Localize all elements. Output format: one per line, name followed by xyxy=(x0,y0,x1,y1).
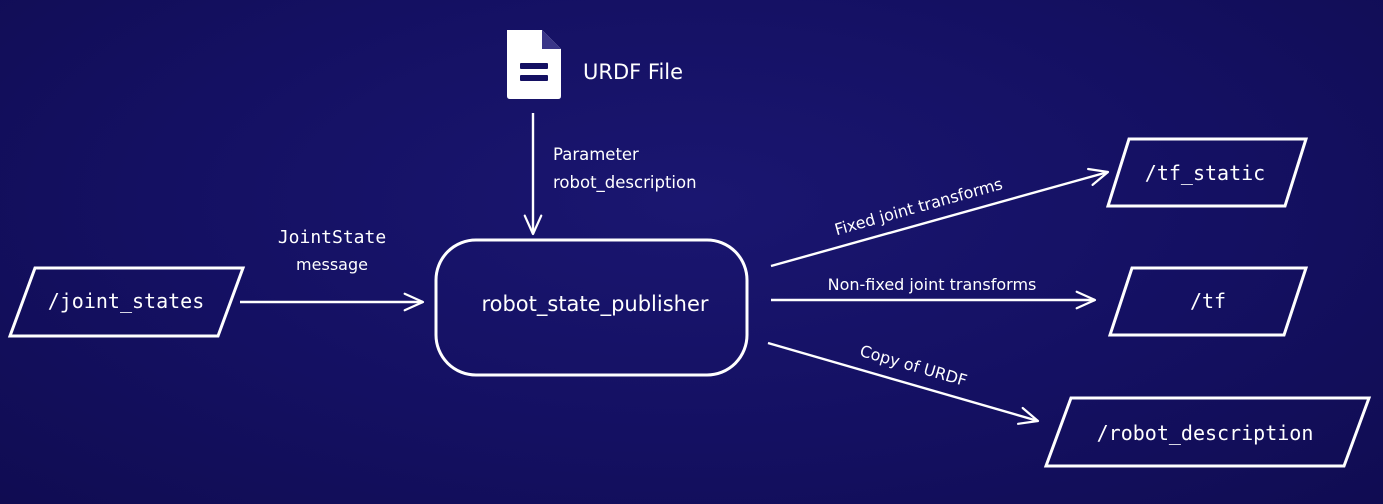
urdf-file-label: URDF File xyxy=(583,60,683,84)
robot-state-publisher-node xyxy=(434,238,749,377)
robot-description-topic xyxy=(1043,396,1372,468)
tf-topic xyxy=(1107,266,1309,337)
tf-static-topic xyxy=(1105,137,1309,208)
parameter-label-line1: Parameter xyxy=(553,145,639,164)
fixed-transforms-label: Fixed joint transforms xyxy=(832,174,1004,239)
jointstate-label-line1: JointState xyxy=(278,227,386,248)
copy-urdf-arrow xyxy=(767,341,1040,425)
parameter-label-line2: robot_description xyxy=(553,173,697,193)
file-icon xyxy=(507,30,561,99)
jointstate-label-line2: message xyxy=(296,255,368,274)
publisher-label: robot_state_publisher xyxy=(481,292,708,317)
tf-static-label: /tf_static xyxy=(1145,161,1265,185)
joint-states-topic xyxy=(7,266,246,338)
robot-description-label: /robot_description xyxy=(1097,421,1314,445)
copy-urdf-label: Copy of URDF xyxy=(858,341,969,390)
non-fixed-transforms-label: Non-fixed joint transforms xyxy=(828,275,1037,294)
joint-states-label: /joint_states xyxy=(48,289,205,313)
fixed-transforms-arrow xyxy=(770,167,1110,268)
tf-label: /tf xyxy=(1190,289,1226,313)
